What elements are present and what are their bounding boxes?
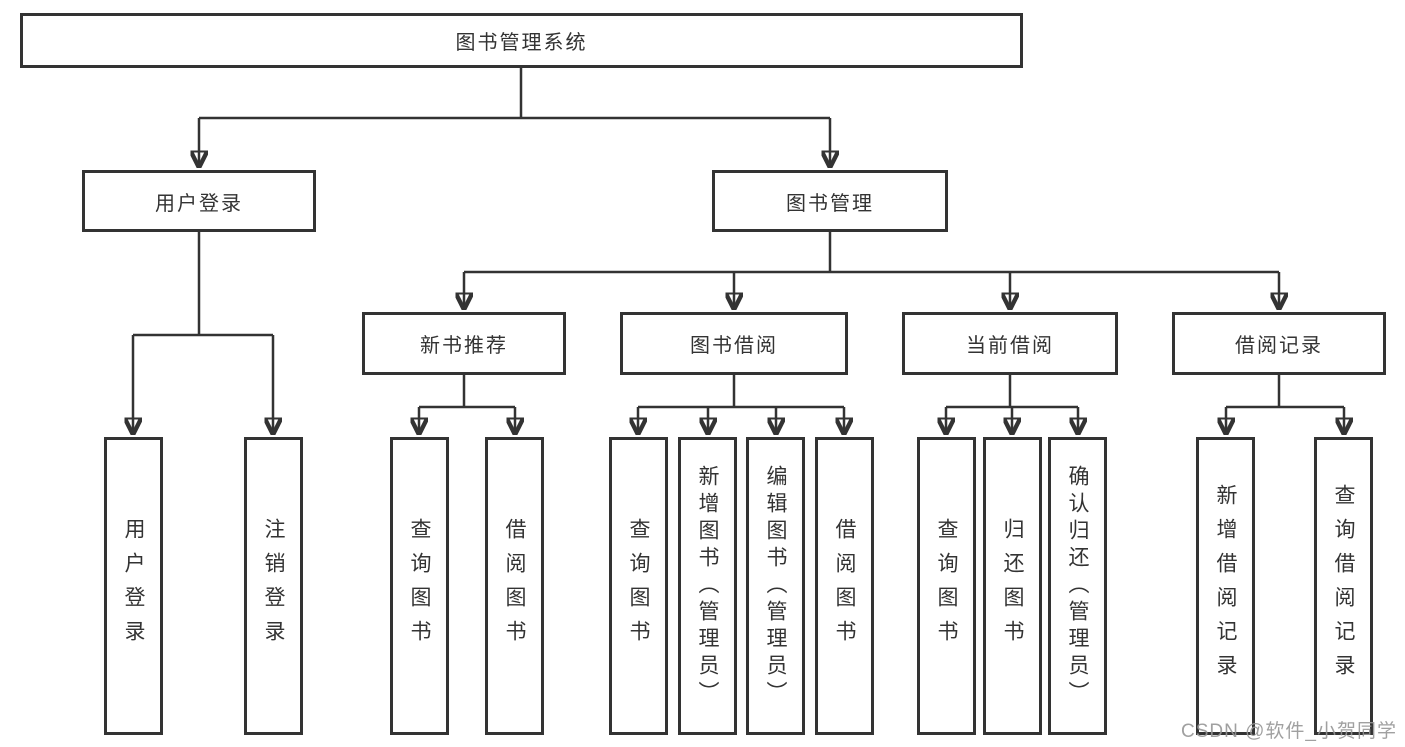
connector-current-group (946, 375, 1078, 433)
leaf-user-login-label: 用户登录 (122, 518, 145, 654)
leaf-current-query-books: 查询图书 (917, 437, 976, 735)
leaf-borrow-query-books: 查询图书 (609, 437, 668, 735)
leaf-current-query-books-label: 查询图书 (935, 518, 958, 654)
leaf-add-books-admin: 新增图书（管理员） (678, 437, 737, 735)
leaf-borrow-books-label: 借阅图书 (833, 518, 856, 654)
leaf-recommend-borrow-books: 借阅图书 (485, 437, 544, 735)
connector-recommend-group (419, 375, 515, 433)
leaf-confirm-return-admin-label: 确认归还（管理员） (1066, 464, 1089, 708)
node-root-system: 图书管理系统 (20, 13, 1023, 68)
node-user-login: 用户登录 (82, 170, 316, 232)
leaf-edit-books-admin: 编辑图书（管理员） (746, 437, 805, 735)
leaf-query-borrow-record-label: 查询借阅记录 (1332, 484, 1355, 688)
connector-login-group (133, 232, 273, 433)
leaf-query-borrow-record: 查询借阅记录 (1314, 437, 1373, 735)
leaf-recommend-query-books: 查询图书 (390, 437, 449, 735)
leaf-edit-books-admin-label: 编辑图书（管理员） (764, 464, 787, 708)
node-new-book-recommend-label: 新书推荐 (420, 335, 508, 357)
node-book-borrow: 图书借阅 (620, 312, 848, 375)
node-new-book-recommend: 新书推荐 (362, 312, 566, 375)
leaf-borrow-query-books-label: 查询图书 (627, 518, 650, 654)
node-book-management: 图书管理 (712, 170, 948, 232)
node-book-management-label: 图书管理 (786, 192, 874, 215)
node-borrow-records-label: 借阅记录 (1235, 335, 1323, 357)
node-user-login-label: 用户登录 (155, 192, 243, 215)
connector-root-to-level2 (199, 68, 830, 166)
leaf-logout-label: 注销登录 (262, 518, 285, 654)
leaf-add-borrow-record: 新增借阅记录 (1196, 437, 1255, 735)
leaf-add-borrow-record-label: 新增借阅记录 (1214, 484, 1237, 688)
connector-records-group (1226, 375, 1344, 433)
leaf-user-login: 用户登录 (104, 437, 163, 735)
csdn-watermark: CSDN @软件_小贺同学 (1181, 721, 1397, 742)
leaf-recommend-query-books-label: 查询图书 (408, 518, 431, 654)
leaf-borrow-books: 借阅图书 (815, 437, 874, 735)
node-current-borrow-label: 当前借阅 (966, 335, 1054, 357)
leaf-add-books-admin-label: 新增图书（管理员） (696, 464, 719, 708)
node-book-borrow-label: 图书借阅 (690, 335, 778, 357)
leaf-confirm-return-admin: 确认归还（管理员） (1048, 437, 1107, 735)
leaf-logout: 注销登录 (244, 437, 303, 735)
connector-management-to-level3 (464, 232, 1279, 308)
node-borrow-records: 借阅记录 (1172, 312, 1386, 375)
connector-borrow-group (638, 375, 844, 433)
node-root-label: 图书管理系统 (455, 32, 588, 54)
leaf-return-books: 归还图书 (983, 437, 1042, 735)
leaf-recommend-borrow-books-label: 借阅图书 (503, 518, 526, 654)
leaf-return-books-label: 归还图书 (1001, 518, 1024, 654)
node-current-borrow: 当前借阅 (902, 312, 1118, 375)
